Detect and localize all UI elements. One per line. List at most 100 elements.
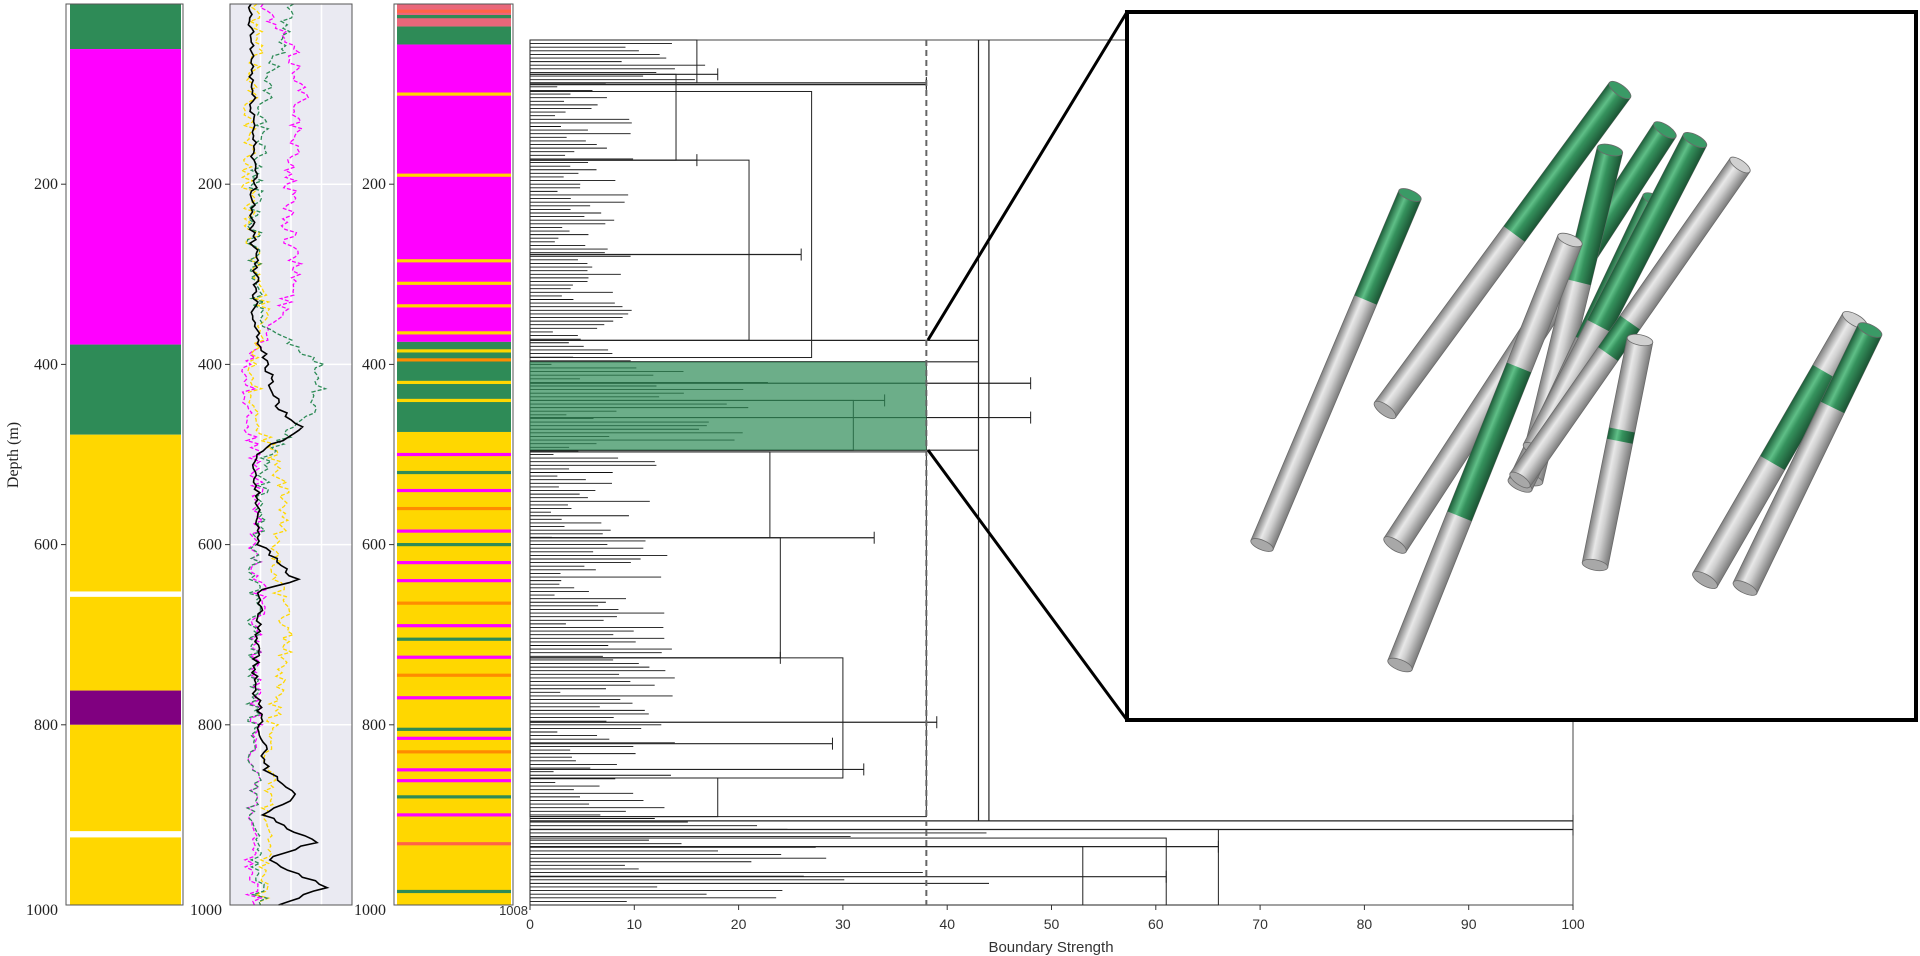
- facies-thin-layer: [397, 331, 511, 335]
- facies-thin-layer: [397, 637, 511, 641]
- lithology-interval: [70, 724, 181, 832]
- borehole-tube: [1373, 80, 1632, 420]
- lithology-interval: [70, 4, 181, 50]
- tube-cap-bottom: [1509, 471, 1531, 489]
- lithology-interval: [70, 596, 181, 691]
- tube-cap-top: [1626, 333, 1654, 347]
- tube-cap-top: [1653, 121, 1677, 139]
- log-series-line: [245, 3, 328, 906]
- tube-cap-bottom: [1692, 571, 1718, 589]
- tube-cap-bottom: [1387, 657, 1413, 673]
- y-tick-label: 800: [362, 717, 386, 734]
- tube-green-segment: [1503, 82, 1631, 242]
- inset-frame: [1125, 10, 1918, 722]
- facies-thin-layer: [397, 349, 511, 353]
- tube-green-segment: [1447, 362, 1532, 522]
- y-tick-label: 200: [198, 176, 222, 193]
- x-tick-label: 60: [1148, 916, 1164, 932]
- facies-interval: [397, 431, 511, 905]
- x-tick-label: 70: [1252, 916, 1268, 932]
- log-series-line: [241, 3, 310, 906]
- facies-thin-layer: [397, 750, 511, 754]
- x-tick-label: 80: [1357, 916, 1373, 932]
- y-tick-label: 600: [362, 537, 386, 554]
- log-frame: [229, 3, 353, 906]
- facies-thin-layer: [397, 488, 511, 493]
- facies-thin-layer: [397, 470, 511, 475]
- lithology-interval: [70, 49, 181, 345]
- tube-green-segment: [1354, 190, 1422, 305]
- connector-bottom: [926, 449, 1129, 721]
- borehole-tubes: [1250, 80, 1883, 673]
- y-tick-label: 1000: [354, 902, 386, 919]
- facies-thin-layer: [397, 92, 511, 96]
- tube-green-segment: [1587, 134, 1707, 332]
- y-tick-label: 600: [34, 537, 58, 554]
- facies-thin-layer: [397, 779, 511, 783]
- facies-thin-layer: [397, 889, 511, 894]
- facies-thin-layer: [397, 9, 511, 13]
- x-tick-label: 50: [1044, 916, 1060, 932]
- x-tick-label: 0: [526, 916, 534, 932]
- lithology-intervals: [70, 4, 181, 905]
- tube-green-segment: [1598, 315, 1640, 361]
- facies-thin-layer: [397, 304, 511, 308]
- tube-cap-top: [1608, 80, 1632, 100]
- lithology-interval: [70, 837, 181, 905]
- facies-thin-layer: [397, 281, 511, 285]
- facies-thin-layer: [397, 624, 511, 628]
- facies-interval: [397, 341, 511, 432]
- facies-thin-layer: [397, 173, 511, 177]
- log-series-line: [247, 3, 330, 906]
- y-tick-label: 800: [34, 717, 58, 734]
- facies-interval: [397, 44, 511, 342]
- facies-thin-layer: [397, 736, 511, 740]
- facies-frame: [393, 3, 514, 906]
- borehole-tube: [1581, 333, 1654, 572]
- facies-thin-layer: [397, 727, 511, 731]
- tube-cap-top: [1729, 156, 1751, 174]
- y-tick-label: 400: [198, 356, 222, 373]
- facies-thin-layer: [397, 529, 511, 533]
- facies-thin-layer: [397, 842, 511, 846]
- x-tick-label: 100: [1561, 916, 1585, 932]
- lithology-frame: [65, 3, 184, 906]
- x-tick-label: 40: [939, 916, 955, 932]
- x-axis-label: Boundary Strength: [988, 939, 1113, 956]
- facies-thin-layer: [397, 259, 511, 263]
- x-tick-label: 10: [627, 916, 643, 932]
- borehole-tube: [1732, 322, 1883, 596]
- log-series: [240, 3, 330, 906]
- facies-thin-layer: [397, 380, 511, 385]
- cluster-box: [529, 777, 719, 818]
- facies-thin-layer: [397, 673, 511, 677]
- tube-cap-top: [1398, 188, 1422, 202]
- y-tick-label: 400: [362, 356, 386, 373]
- tube-cap-top: [1557, 232, 1583, 248]
- borehole-tube: [1522, 132, 1708, 458]
- lithology-interval: [70, 344, 181, 435]
- x-tick-label: 20: [731, 916, 747, 932]
- tube-cap-top: [1682, 132, 1708, 148]
- depth-axis-label: Depth (m): [5, 422, 22, 488]
- facies-thin-layer: [397, 579, 511, 583]
- facies-thin-layer: [397, 506, 511, 511]
- tube-cap-top: [1857, 322, 1883, 338]
- tube-cap-top: [1596, 143, 1624, 157]
- tube-cap-bottom: [1732, 580, 1758, 596]
- tube-green-segment: [1820, 324, 1882, 414]
- tube-cap-bottom: [1373, 400, 1397, 420]
- facies-thin-layer: [397, 795, 511, 799]
- y-tick-label: 1000: [190, 902, 222, 919]
- facies-thin-layer: [397, 655, 511, 659]
- facies-thin-layer: [397, 358, 511, 362]
- facies-thin-layers: [397, 9, 511, 894]
- highlight-region: [530, 361, 927, 451]
- borehole-tube: [1509, 156, 1751, 489]
- log-grid: [230, 4, 352, 905]
